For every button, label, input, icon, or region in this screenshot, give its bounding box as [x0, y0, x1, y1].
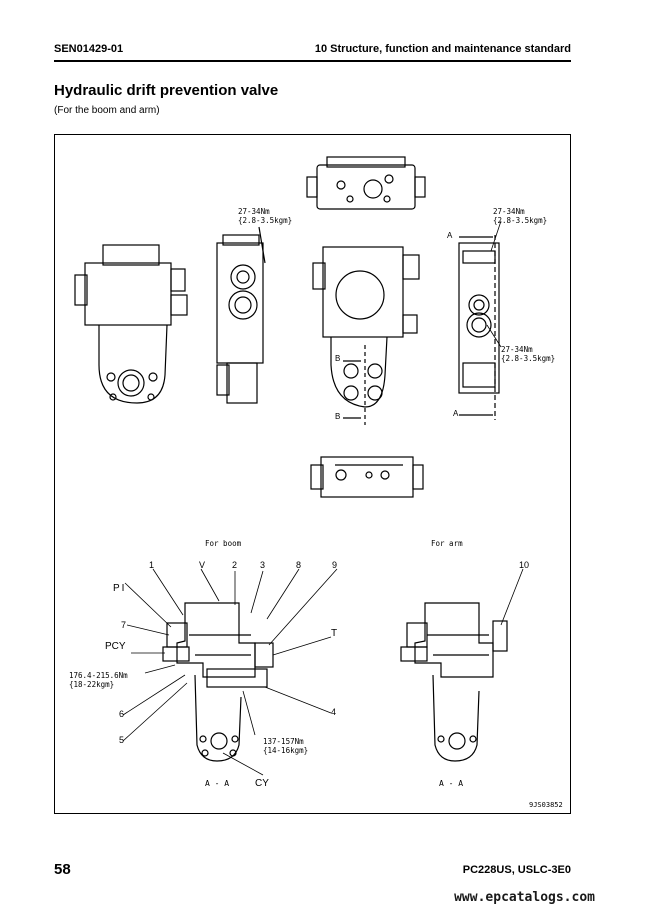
torque-value-kgm: {18-22kgm} — [69, 680, 115, 689]
section-title: 10 Structure, function and maintenance s… — [314, 43, 571, 55]
section-marker-b-bottom: B — [335, 412, 341, 421]
torque-value: 137-157Nm — [263, 737, 304, 746]
port-label-pcy: PCY — [105, 641, 126, 652]
left-view-drawing — [74, 244, 188, 404]
part-number-5: 5 — [119, 735, 125, 745]
torque-value: 27-34Nm — [493, 207, 525, 216]
valve-drawing — [74, 156, 524, 776]
section-label-boom: A - A — [205, 779, 230, 788]
torque-value: 27-34Nm — [238, 207, 270, 216]
section-marker-b-top: B — [335, 354, 341, 363]
part-number-4: 4 — [331, 707, 337, 717]
drawing-figure: 27-34Nm {2.8-3.5kgm} 27-34Nm {2.8-3.5kgm… — [54, 134, 571, 814]
page-subtitle: (For the boom and arm) — [54, 105, 160, 116]
torque-label-mid-right: 27-34Nm {2.8-3.5kgm} — [501, 345, 555, 363]
boom-section-drawing — [162, 602, 274, 762]
part-number-7: 7 — [121, 620, 127, 630]
torque-value-kgm: {14-16kgm} — [263, 746, 309, 755]
front-view-drawing — [312, 246, 420, 425]
leader-lines — [122, 220, 524, 776]
part-number-3: 3 — [260, 560, 266, 570]
torque-label-top-left: 27-34Nm {2.8-3.5kgm} — [238, 207, 292, 225]
torque-value: 176.4-215.6Nm — [69, 671, 128, 680]
port-label-t: T — [331, 628, 338, 639]
torque-value-kgm: {2.8-3.5kgm} — [501, 354, 556, 363]
torque-label-plug: 176.4-215.6Nm {18-22kgm} — [69, 671, 128, 689]
model-name: PC228US, USLC-3E0 — [462, 864, 571, 876]
section-label-arm: A - A — [439, 779, 464, 788]
top-view-drawing — [306, 156, 426, 210]
document-id: SEN01429-01 — [54, 43, 124, 55]
section-marker-a-bottom: A — [453, 409, 459, 418]
figure-code: 9JS03852 — [529, 801, 563, 809]
torque-label-valve: 137-157Nm {14-16kgm} — [263, 737, 308, 755]
watermark: www.epcatalogs.com — [454, 890, 595, 905]
torque-label-top-right: 27-34Nm {2.8-3.5kgm} — [493, 207, 547, 225]
part-number-8: 8 — [296, 560, 302, 570]
part-number-6: 6 — [119, 709, 125, 719]
part-number-9: 9 — [332, 560, 338, 570]
part-number-2: 2 — [232, 560, 238, 570]
port-label-cy: CY — [255, 778, 269, 789]
torque-value-kgm: {2.8-3.5kgm} — [238, 216, 293, 225]
caption-boom: For boom — [205, 539, 242, 548]
section-marker-a-top: A — [447, 231, 453, 240]
bottom-view-drawing — [310, 456, 424, 498]
port-label-pi: PI — [113, 583, 127, 594]
torque-value-kgm: {2.8-3.5kgm} — [493, 216, 548, 225]
part-number-10: 10 — [519, 560, 530, 570]
header-rule — [54, 60, 571, 62]
page-title: Hydraulic drift prevention valve — [54, 82, 279, 99]
part-number-1: 1 — [149, 560, 155, 570]
side-view-drawing — [216, 226, 266, 404]
torque-value: 27-34Nm — [501, 345, 533, 354]
port-label-v: V — [199, 560, 206, 570]
page-number: 58 — [54, 861, 71, 878]
arm-section-drawing — [400, 602, 508, 762]
caption-arm: For arm — [431, 539, 463, 548]
right-view-drawing — [458, 235, 500, 420]
